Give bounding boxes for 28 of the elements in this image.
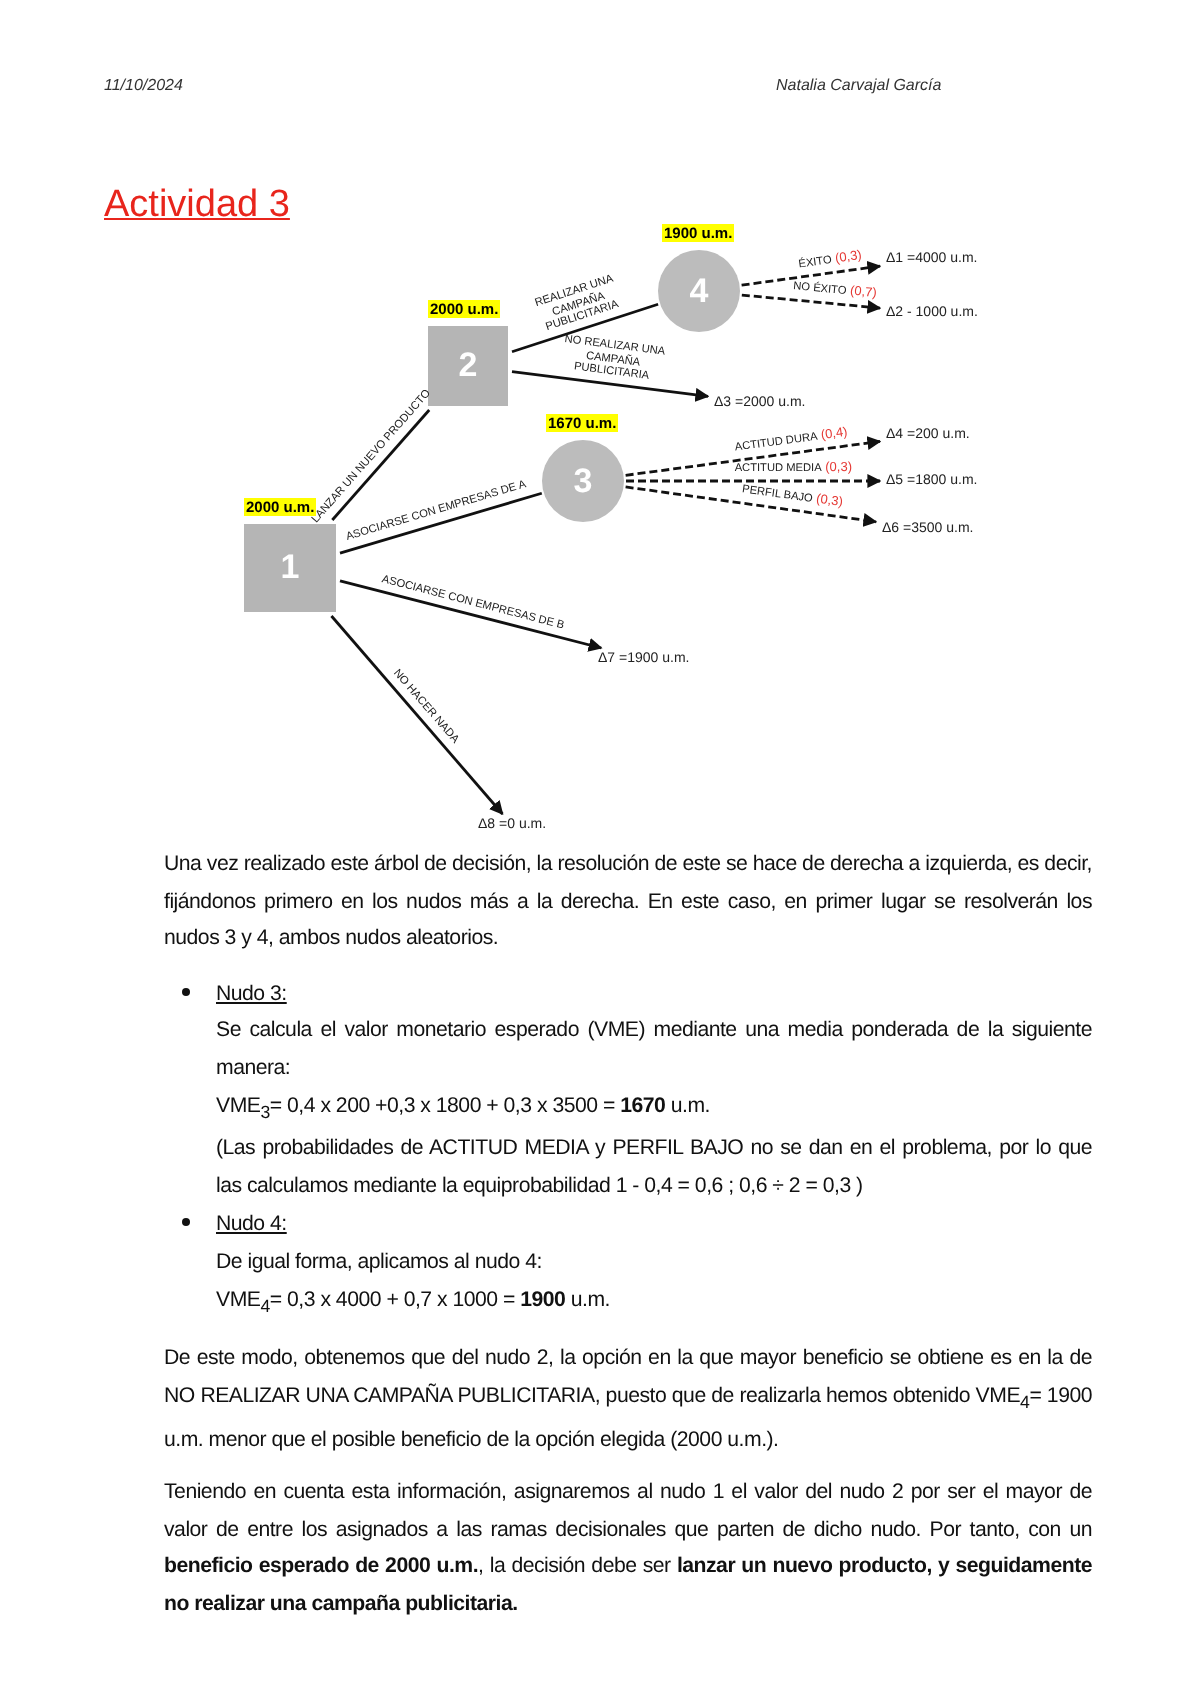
paragraph: De igual forma, aplicamos al nudo 4:	[216, 1248, 544, 1279]
arrow	[626, 474, 882, 488]
branch-line	[511, 302, 659, 354]
arrow	[741, 260, 882, 287]
section-heading: Nudo 4:	[216, 1210, 287, 1241]
section-heading: Nudo 3:	[216, 979, 287, 1010]
paragraph: VME$_{3}$= 0,4 x 200 +0,3 x 1800 + 0,3 x 3500 = 1670 u.m.	[216, 1091, 712, 1126]
chance-node: 4	[658, 250, 740, 332]
decision-node: 1	[244, 524, 336, 612]
arrow	[339, 579, 603, 652]
page-title: Actividad 3	[104, 184, 290, 228]
paragraph: VME$_{4}$= 0,3 x 4000 + 0,7 x 1000 = 1900 u.m.	[216, 1285, 612, 1320]
decision-node: 2	[428, 326, 508, 406]
arrow	[330, 615, 504, 816]
arrow	[741, 293, 882, 314]
arrow	[511, 370, 710, 402]
arrow	[625, 485, 878, 527]
author-name: Natalia Carvajal García	[776, 76, 942, 94]
branch-line	[339, 491, 543, 555]
paragraph: (Las probabilidades de ACTITUD MEDIA y PERFIL BAJO no se dan en el problema, por lo que las calculamos mediante la equiprobabilidad 1 - 0,4 = 0,6 ; 0,6 ÷ 2 = 0,3 )	[216, 1134, 1092, 1202]
chance-node: 3	[542, 440, 624, 522]
date-text: 11/10/2024	[104, 76, 183, 94]
paragraph: Se calcula el valor monetario esperado (VME) mediante una media ponderada de la siguiente manera:	[216, 1016, 1092, 1084]
arrow	[625, 436, 882, 477]
paragraph: De este modo, obtenemos que del nudo 2, la opción en la que mayor beneficio se obtiene es en la de NO REALIZAR UNA CAMPAÑA PUBLICITARIA, puesto que de realizarla hemos obtenido VME$_{4}$= 1900 u.m. menor que el posible beneficio de la opción elegida (2000 u.m.).	[164, 1344, 1092, 1456]
paragraph: Teniendo en cuenta esta información, asignaremos al nudo 1 el valor del nudo 2 por ser el mayor de valor de entre los asignados a las ramas decisionales que parten de dicho nudo. Por tanto, con un beneficio esperado de 2000 u.m., la decisión debe ser lanzar un nuevo producto, y seguidamente no realizar una campaña publicitaria.	[164, 1478, 1092, 1621]
paragraph: Una vez realizado este árbol de decisión, la resolución de este se hace de derecha a izquierda, es decir, fijándonos primero en los nudos más a la derecha. En este caso, en primer lugar se resolverán los nudos 3 y 4, ambos nudos aleatorios.	[164, 850, 1092, 955]
branch-line	[331, 409, 431, 521]
